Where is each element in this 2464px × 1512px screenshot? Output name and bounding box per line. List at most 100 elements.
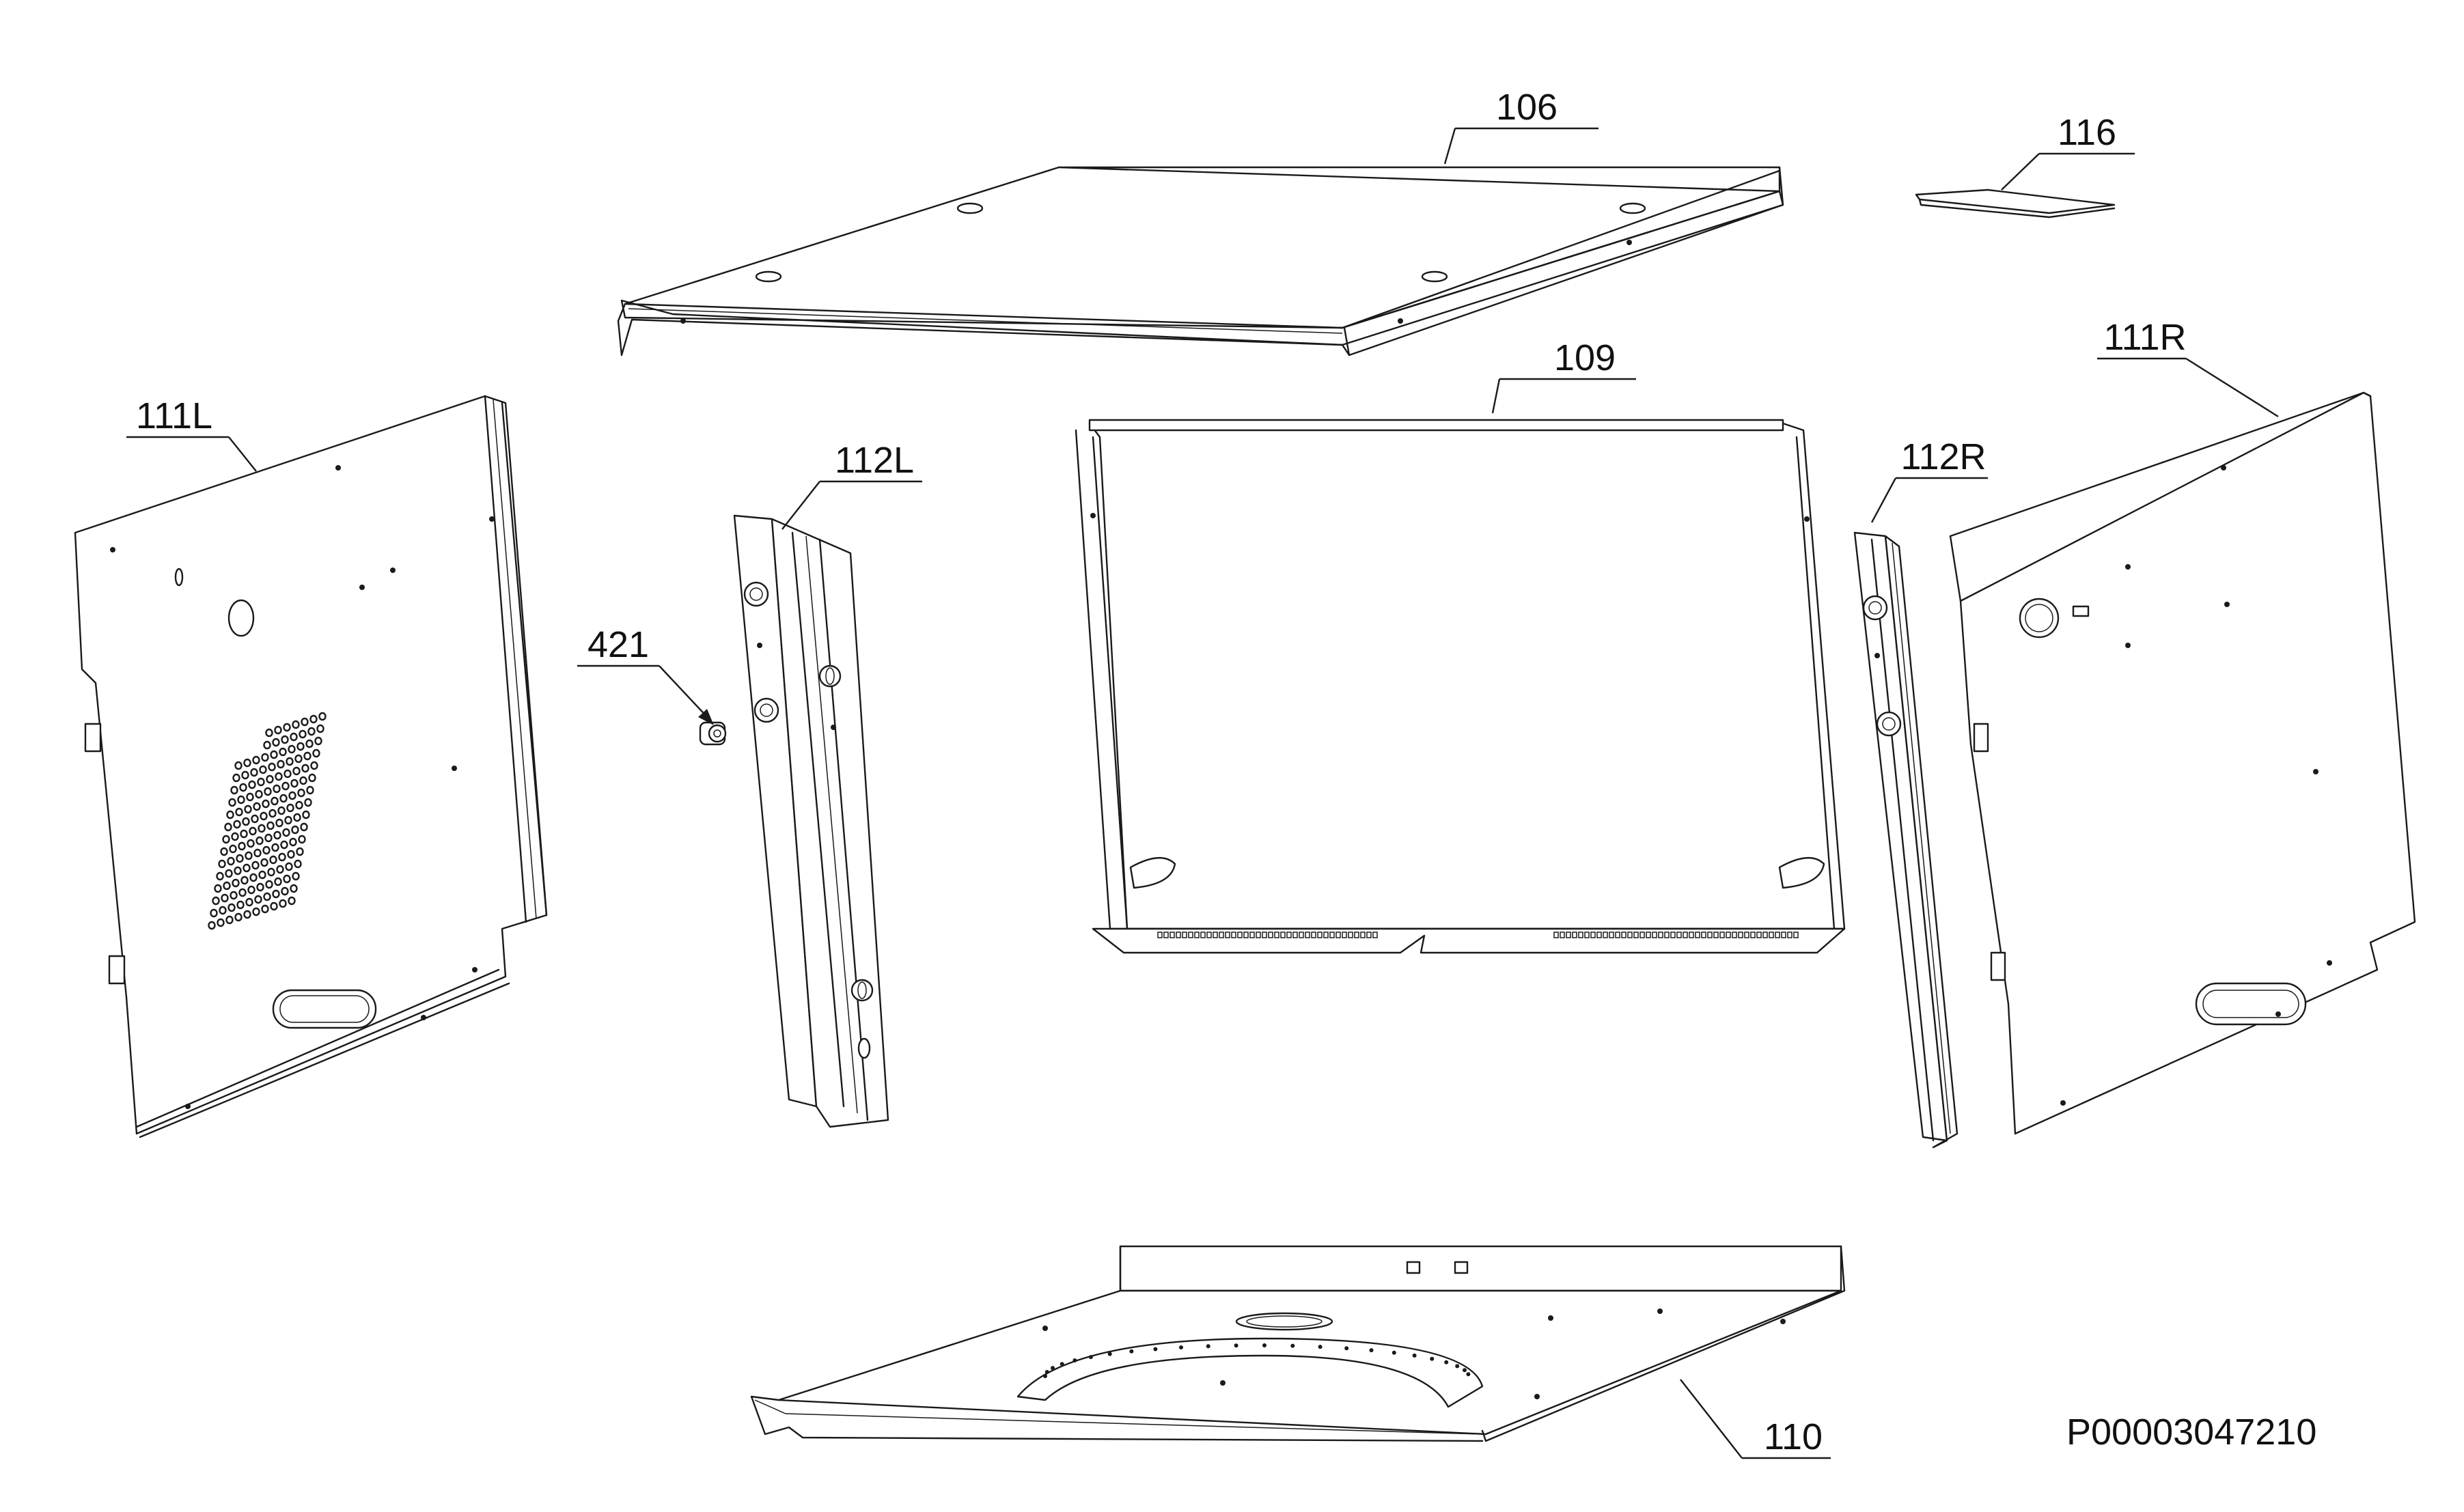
vent-hole: [308, 773, 316, 783]
vent-hole: [270, 750, 278, 759]
vent-slot: [1348, 932, 1353, 938]
vent-slot: [1305, 932, 1310, 938]
vent-strip-right: [1553, 932, 1799, 938]
vent-hole: [289, 837, 297, 847]
ring-dot: [1455, 1364, 1460, 1369]
ring-dot: [1430, 1356, 1435, 1361]
vent-slot: [1775, 932, 1780, 938]
vent-hole: [252, 755, 260, 765]
vent-slot: [1188, 932, 1193, 938]
vent-hole: [226, 810, 234, 820]
vent-slot: [1219, 932, 1224, 938]
label-116: 116: [2058, 112, 2116, 153]
vent-hole: [219, 906, 227, 915]
vent-slot: [1237, 932, 1243, 938]
vent-slot: [1225, 932, 1230, 938]
vent-hole: [256, 882, 264, 892]
vent-hole: [218, 859, 226, 869]
vent-hole: [232, 878, 240, 888]
fastener: [699, 721, 727, 746]
vent-slot: [1256, 932, 1261, 938]
vent-hole: [273, 830, 281, 840]
vent-hole: [292, 766, 301, 776]
vent-hole: [296, 742, 305, 751]
right-side-panel: [1949, 391, 2416, 1135]
vent-slot: [1560, 932, 1565, 938]
vent-slot: [1719, 932, 1725, 938]
ring-dot: [1344, 1346, 1349, 1351]
vent-slot: [1769, 932, 1774, 938]
vent-hole: [264, 787, 272, 796]
vent-slot: [1280, 932, 1286, 938]
vent-hole: [255, 836, 264, 845]
vent-slot: [1262, 932, 1267, 938]
vent-hole: [292, 720, 300, 729]
label-106: 106: [1496, 87, 1558, 128]
left-side-panel: [74, 395, 548, 1138]
vent-slot: [1726, 932, 1731, 938]
vent-hole: [264, 833, 273, 843]
vent-slot: [1157, 932, 1163, 938]
vent-hole: [251, 814, 259, 824]
vent-hole: [220, 847, 228, 856]
vent-hole: [241, 770, 249, 780]
label-109: 109: [1554, 337, 1616, 378]
vent-hole: [273, 784, 281, 794]
vent-hole: [303, 751, 312, 761]
vent-hole: [245, 897, 253, 907]
vent-slot: [1695, 932, 1700, 938]
vent-slot: [1689, 932, 1694, 938]
vent-hole: [266, 774, 274, 784]
vent-slot: [1756, 932, 1762, 938]
vent-hole: [309, 714, 318, 724]
vent-slot: [1738, 932, 1743, 938]
vent-hole: [265, 728, 273, 738]
vent-hole: [266, 821, 275, 830]
vent-hole: [270, 901, 278, 911]
vent-slot: [1652, 932, 1657, 938]
vent-hole: [298, 835, 306, 844]
vent-hole: [228, 798, 236, 807]
vent-hole: [246, 792, 254, 802]
vent-hole: [290, 779, 299, 788]
vent-slot: [1286, 932, 1292, 938]
vent-hole: [243, 863, 251, 873]
vent-hole: [262, 799, 270, 809]
vent-hole: [272, 738, 280, 747]
vent-hole: [258, 824, 266, 833]
vent-hole: [216, 871, 224, 881]
vent-slot: [1213, 932, 1218, 938]
vent-hole: [291, 825, 299, 835]
vent-slot: [1311, 932, 1316, 938]
vent-hole: [277, 806, 286, 815]
vent-slot: [1274, 932, 1279, 938]
vent-slot: [1621, 932, 1626, 938]
vent-slot: [1578, 932, 1583, 938]
ring-dot: [1262, 1343, 1266, 1347]
vent-hole: [314, 736, 322, 746]
vent-hole: [263, 740, 271, 750]
vent-hole: [283, 769, 292, 779]
vent-slot: [1584, 932, 1590, 938]
vent-hole: [212, 896, 220, 906]
vent-hole: [217, 918, 225, 927]
vent-hole: [261, 904, 269, 914]
ring-dot: [1051, 1366, 1055, 1371]
vent-slot: [1793, 932, 1799, 938]
vent-slot: [1572, 932, 1577, 938]
vent-hole: [318, 712, 327, 721]
vent-hole: [277, 759, 285, 769]
small-plate: [1915, 188, 2116, 219]
vent-hole: [227, 903, 236, 912]
vent-hole: [274, 877, 282, 886]
vent-hole: [258, 870, 266, 880]
vent-hole: [286, 803, 294, 813]
vent-hole: [290, 884, 298, 893]
vent-slot: [1627, 932, 1633, 938]
vent-slot: [1615, 932, 1620, 938]
vent-hole: [293, 813, 301, 822]
vent-slot: [1354, 932, 1359, 938]
vent-strip-left: [1157, 932, 1378, 938]
label-111R: 111R: [2103, 317, 2186, 358]
vent-hole: [233, 820, 241, 829]
